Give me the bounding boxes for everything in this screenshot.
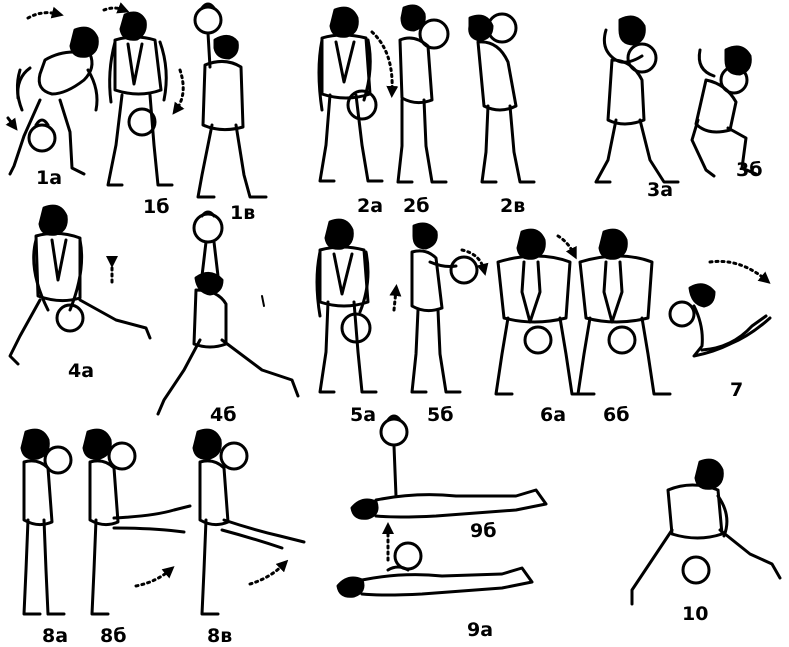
figure-label-4b: 4б xyxy=(210,404,237,426)
figure-2b xyxy=(396,4,450,184)
figure-3a xyxy=(594,15,680,184)
figure-label-2v: 2в xyxy=(500,195,526,217)
figure-label-6b: 6б xyxy=(603,404,630,426)
figure-label-9b: 9б xyxy=(470,520,497,542)
figure-label-5b: 5б xyxy=(427,404,454,426)
figure-5a xyxy=(315,218,402,394)
figure-label-1a: 1а xyxy=(36,167,63,189)
figure-label-5a: 5а xyxy=(350,404,377,426)
figure-label-7: 7 xyxy=(730,379,744,401)
figure-label-3b: 3б xyxy=(736,159,763,181)
figure-label-3a: 3а xyxy=(647,179,674,201)
figure-6a xyxy=(494,228,590,396)
figure-label-1v: 1в xyxy=(230,202,256,224)
figure-9b xyxy=(350,414,548,520)
figure-4b xyxy=(156,210,300,416)
figure-label-9a: 9а xyxy=(467,619,494,641)
figure-label-6a: 6а xyxy=(540,404,567,426)
figure-10 xyxy=(630,458,782,606)
figure-1a xyxy=(5,6,99,176)
figure-8b xyxy=(82,428,192,616)
figure-label-1b: 1б xyxy=(143,196,170,218)
figure-1v xyxy=(193,2,268,199)
figure-5b xyxy=(410,222,489,394)
figure-3b xyxy=(690,45,758,178)
figure-label-8a: 8а xyxy=(42,625,69,647)
figure-8a xyxy=(20,428,73,616)
figure-8v xyxy=(192,428,306,616)
figure-2a xyxy=(317,6,399,183)
figure-9a xyxy=(336,522,534,598)
figure-label-8b: 8б xyxy=(100,625,127,647)
figure-1b xyxy=(102,2,185,187)
figure-label-4a: 4а xyxy=(68,360,95,382)
figure-4a xyxy=(8,204,152,366)
figure-7 xyxy=(668,259,772,358)
figure-label-10: 10 xyxy=(682,603,709,625)
figure-2v xyxy=(468,12,536,184)
figure-6b xyxy=(576,228,672,396)
figure-label-2a: 2а xyxy=(357,195,384,217)
figure-label-8v: 8в xyxy=(207,625,233,647)
figure-label-2b: 2б xyxy=(403,195,430,217)
